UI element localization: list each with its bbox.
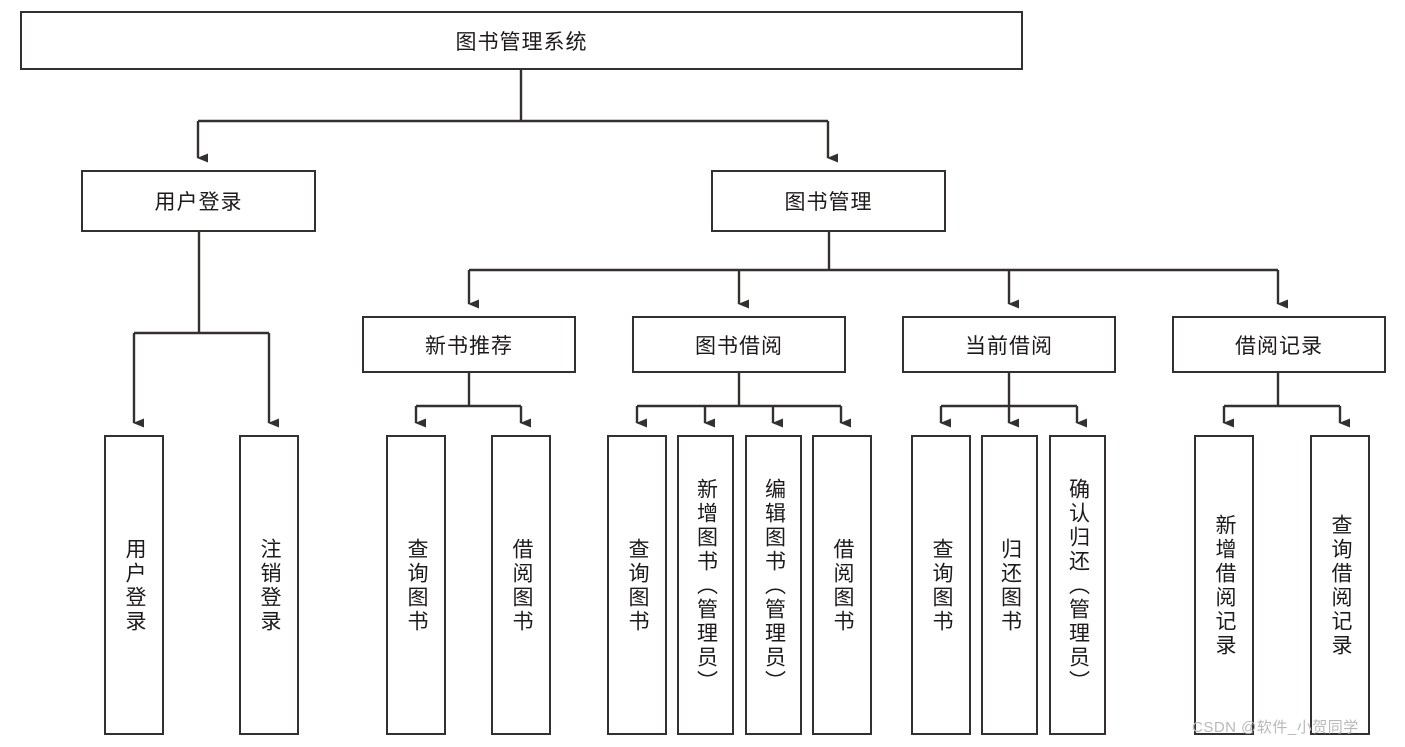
node-label: 查询借阅记录 — [1329, 514, 1353, 658]
leaf-bookborrow-borrow-book[interactable]: 借阅图书 — [812, 435, 872, 735]
node-label: 借阅图书 — [831, 538, 855, 634]
node-user-login[interactable]: 用户登录 — [81, 170, 316, 232]
node-label: 新增图书（管理员） — [694, 478, 718, 694]
node-label: 图书借阅 — [695, 334, 783, 358]
leaf-borrowrecord-add-record[interactable]: 新增借阅记录 — [1194, 435, 1254, 735]
node-label: 图书管理系统 — [455, 30, 588, 54]
leaf-newbook-borrow-book[interactable]: 借阅图书 — [491, 435, 551, 735]
node-label: 确认归还（管理员） — [1066, 478, 1090, 694]
node-label: 用户登录 — [154, 191, 243, 214]
node-label: 新书推荐 — [425, 334, 513, 358]
node-label: 图书管理 — [784, 191, 873, 214]
node-label: 借阅图书 — [510, 538, 534, 634]
leaf-user-logout[interactable]: 注销登录 — [239, 435, 299, 735]
leaf-user-login[interactable]: 用户登录 — [104, 435, 164, 735]
leaf-currentborrow-return-book[interactable]: 归还图书 — [981, 435, 1038, 735]
node-current-borrow[interactable]: 当前借阅 — [902, 316, 1116, 373]
leaf-bookborrow-query-book[interactable]: 查询图书 — [607, 435, 667, 735]
node-label: 新增借阅记录 — [1213, 514, 1237, 658]
leaf-borrowrecord-query-record[interactable]: 查询借阅记录 — [1310, 435, 1370, 735]
node-label: 注销登录 — [258, 538, 282, 634]
node-label: 借阅记录 — [1235, 334, 1323, 358]
leaf-currentborrow-query-book[interactable]: 查询图书 — [911, 435, 971, 735]
node-label: 查询图书 — [405, 538, 429, 634]
leaf-bookborrow-edit-book-admin[interactable]: 编辑图书（管理员） — [745, 435, 802, 735]
node-book-borrow[interactable]: 图书借阅 — [632, 316, 846, 373]
node-label: 编辑图书（管理员） — [762, 478, 786, 694]
node-label: 当前借阅 — [965, 334, 1053, 358]
node-new-book-recommend[interactable]: 新书推荐 — [362, 316, 576, 373]
node-root-book-management-system[interactable]: 图书管理系统 — [20, 11, 1023, 70]
node-label: 查询图书 — [930, 538, 954, 634]
csdn-watermark: CSDN @软件_小贺同学 — [1192, 719, 1359, 736]
node-label: 用户登录 — [123, 538, 147, 634]
node-book-management[interactable]: 图书管理 — [711, 170, 946, 232]
leaf-newbook-query-book[interactable]: 查询图书 — [386, 435, 446, 735]
node-label: 归还图书 — [998, 538, 1022, 634]
leaf-bookborrow-add-book-admin[interactable]: 新增图书（管理员） — [677, 435, 734, 735]
node-label: 查询图书 — [626, 538, 650, 634]
leaf-currentborrow-confirm-return-admin[interactable]: 确认归还（管理员） — [1049, 435, 1106, 735]
node-borrow-record[interactable]: 借阅记录 — [1172, 316, 1386, 373]
